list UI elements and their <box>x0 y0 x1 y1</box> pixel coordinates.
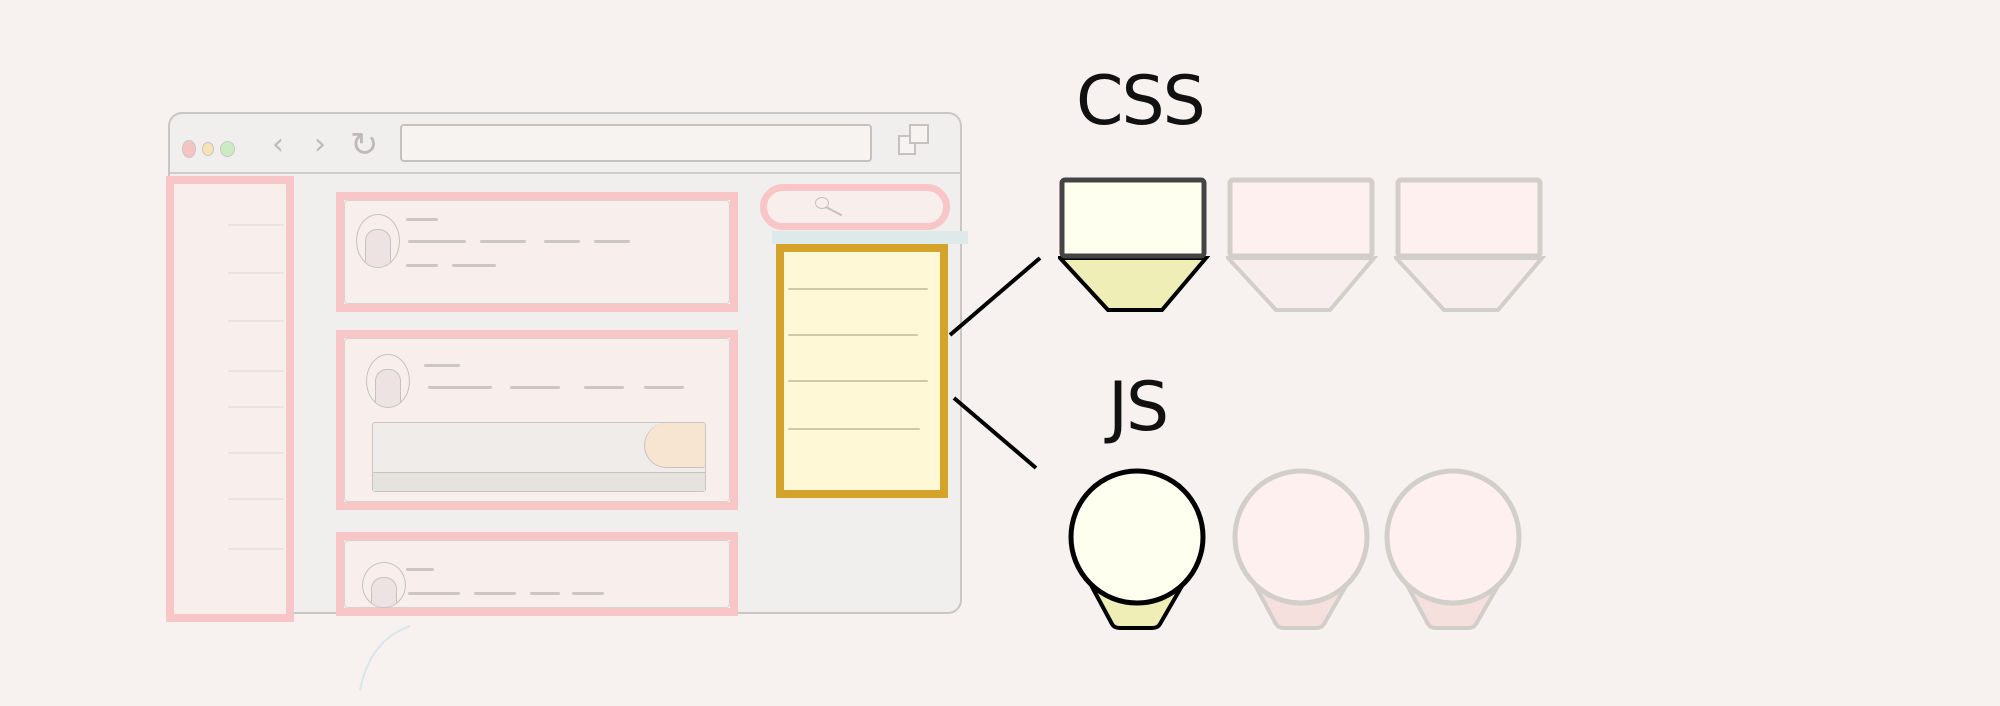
image-placeholder <box>372 422 706 492</box>
copy-windows-icon <box>898 124 929 155</box>
selected-panel <box>776 244 948 498</box>
sidebar-item <box>228 498 284 500</box>
sidebar-item <box>228 320 284 322</box>
sidebar-item <box>228 548 284 550</box>
css-item-inactive <box>1226 177 1379 312</box>
window-close-dot <box>182 140 196 158</box>
css-label: CSS <box>1076 62 1206 141</box>
sidebar-item <box>228 272 284 274</box>
selection-strip <box>772 231 968 244</box>
avatar-icon <box>356 214 400 268</box>
connector-lines <box>948 256 1042 470</box>
css-item-active <box>1058 177 1211 312</box>
avatar-icon <box>366 354 410 408</box>
url-bar <box>400 124 872 162</box>
search-icon <box>815 197 829 209</box>
stray-stroke <box>359 625 411 691</box>
feed-card-image <box>336 330 738 510</box>
sidebar-item <box>228 452 284 454</box>
window-minimize-dot <box>202 142 214 156</box>
sidebar-item <box>228 370 284 372</box>
js-item-inactive <box>1232 468 1370 630</box>
js-label: JS <box>1108 368 1169 447</box>
avatar-icon <box>362 562 406 608</box>
js-item-active <box>1068 468 1206 630</box>
sidebar-item <box>228 224 284 226</box>
feed-card-text <box>336 192 738 312</box>
window-maximize-dot <box>220 141 235 157</box>
search-highlight <box>760 184 950 230</box>
css-item-inactive <box>1394 177 1547 312</box>
forward-icon: › <box>314 127 326 162</box>
reload-icon: ↻ <box>350 125 379 165</box>
sidebar-highlight <box>166 176 294 622</box>
js-item-inactive <box>1384 468 1522 630</box>
sun-icon <box>644 423 705 468</box>
feed-card-text <box>336 532 738 616</box>
browser-toolbar <box>170 114 960 174</box>
back-icon: ‹ <box>272 127 284 162</box>
sidebar-item <box>228 406 284 408</box>
